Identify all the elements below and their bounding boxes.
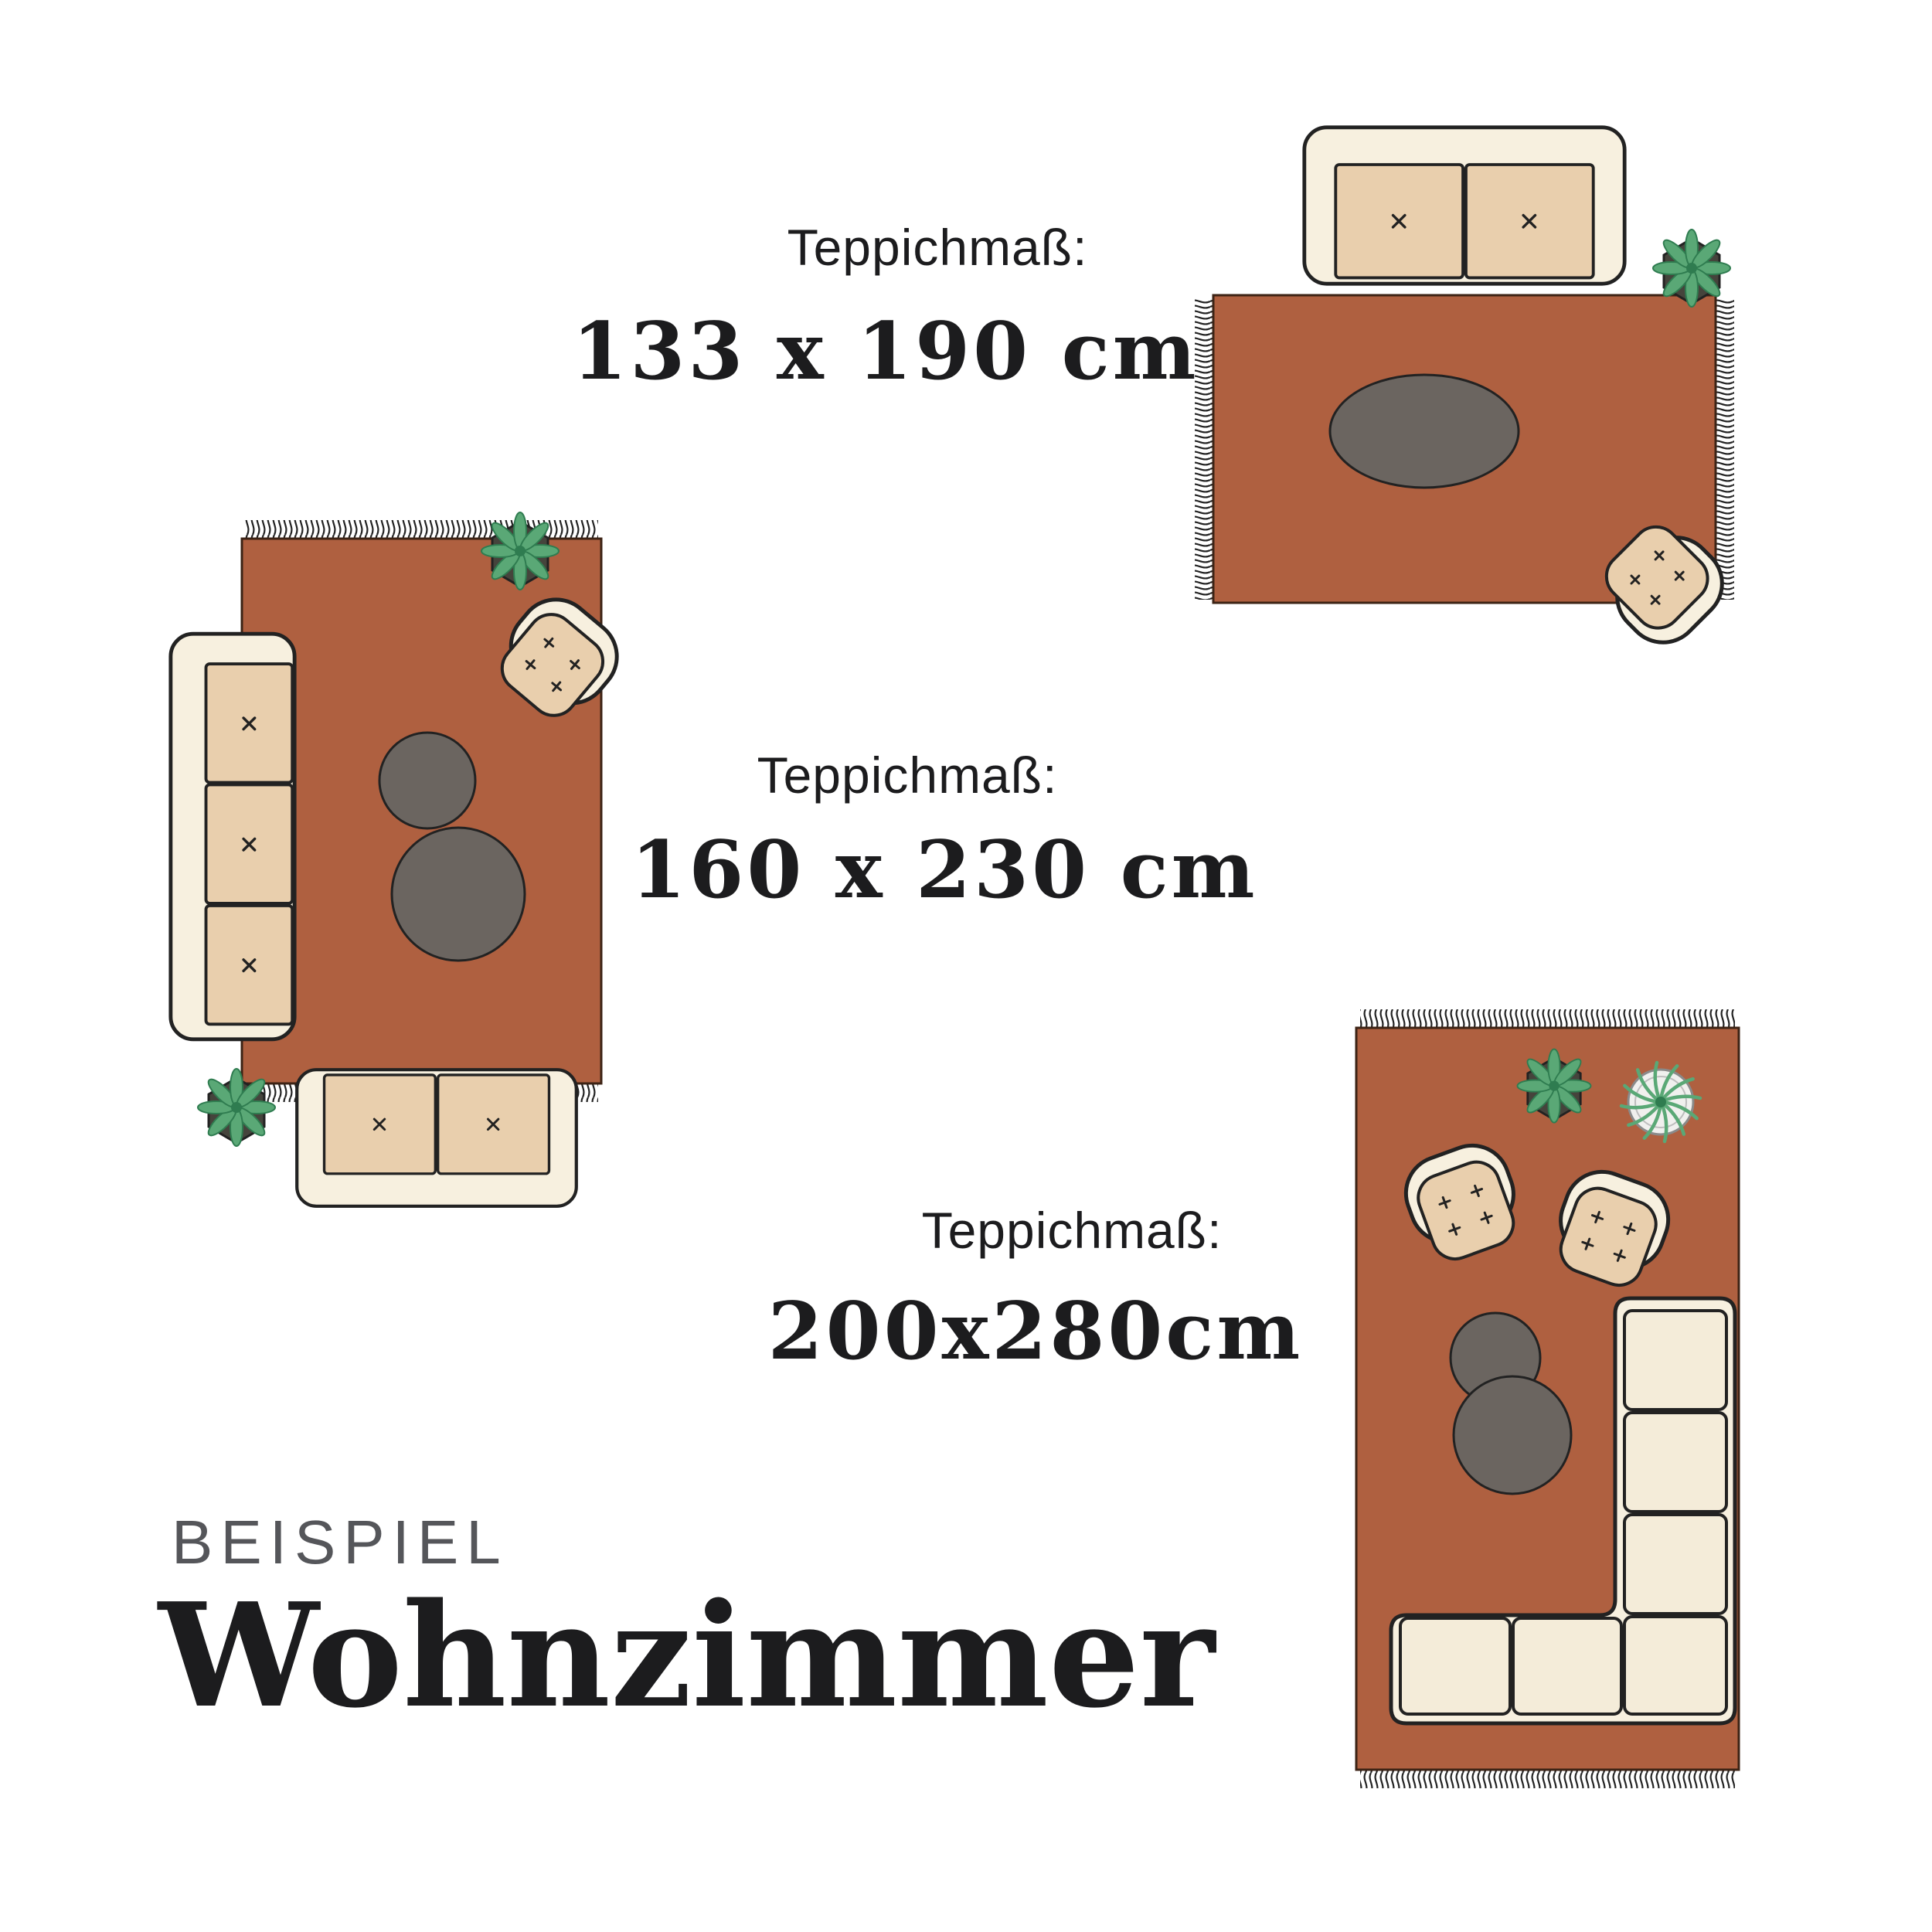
rug-scene-160x230 xyxy=(93,511,680,1283)
rug-fringe-top-icon xyxy=(1360,1009,1735,1029)
plant-hex-icon xyxy=(480,511,560,591)
round-coffee-table-large-icon xyxy=(1452,1375,1573,1495)
plant-hex-icon xyxy=(1516,1048,1592,1124)
corner-sofa-icon xyxy=(1389,1296,1737,1726)
page-title: Wohnzimmer xyxy=(158,1571,1216,1740)
rug-fringe-right-icon xyxy=(1716,298,1734,600)
example-eyebrow: BEISPIEL xyxy=(172,1508,509,1577)
two-seat-sofa-icon xyxy=(297,1070,577,1206)
rug-fringe-left-icon xyxy=(1195,298,1213,600)
rug-fringe-bottom-icon xyxy=(1360,1768,1735,1788)
plant-hex-icon xyxy=(1651,228,1732,308)
plant-hex-icon xyxy=(196,1067,277,1148)
oval-coffee-table-icon xyxy=(1328,373,1520,489)
size-value-3: 200x280cm xyxy=(767,1285,1304,1378)
size-value-1: 133 x 190 cm xyxy=(572,305,1199,398)
size-caption-1: Teppichmaß: xyxy=(787,219,1088,276)
size-caption-2: Teppichmaß: xyxy=(757,747,1058,804)
three-seat-sofa-icon xyxy=(171,634,294,1039)
size-value-2: 160 x 230 cm xyxy=(631,824,1258,917)
round-coffee-table-small-icon xyxy=(378,731,477,830)
rug-scene-133x190 xyxy=(1195,93,1777,665)
size-caption-3: Teppichmaß: xyxy=(921,1202,1223,1259)
rug-scene-200x280 xyxy=(1355,1009,1740,1788)
two-seat-sofa-icon xyxy=(1304,128,1624,284)
round-coffee-table-large-icon xyxy=(390,826,526,962)
